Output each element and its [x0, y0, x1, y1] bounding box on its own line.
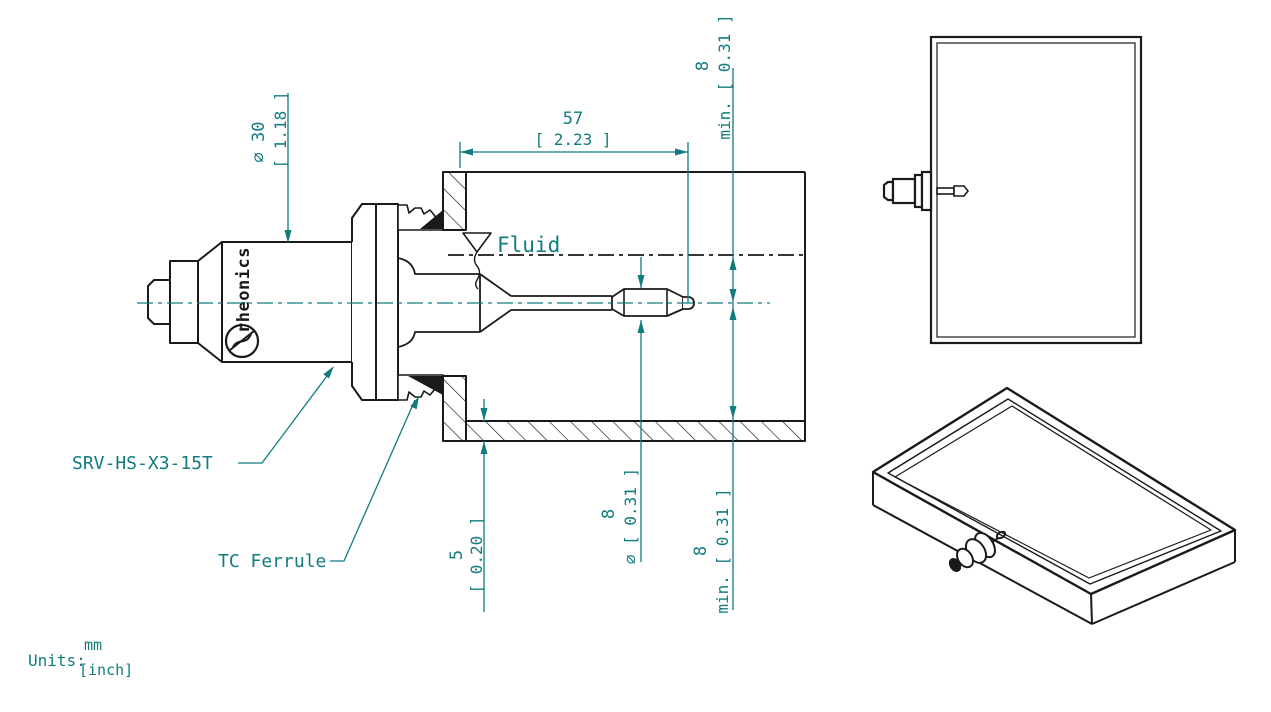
- probe-stem-bottom: [397, 331, 480, 348]
- tray-sensor-probe-tip: [995, 530, 1007, 540]
- dim-wall-inch: [ 0.20 ]: [467, 516, 486, 593]
- clamp-flange: [375, 203, 399, 401]
- leader-ferrule: [330, 399, 416, 562]
- main-cross-section-view: [147, 171, 806, 442]
- dim-clearance-bottom-inch: min. [ 0.31 ]: [713, 488, 732, 613]
- units-note: Units: mm [inch]: [28, 636, 133, 679]
- fluid-label: Fluid: [497, 233, 560, 257]
- ferrule-label: TC Ferrule: [218, 551, 326, 572]
- gasket-wedge-top: [420, 210, 443, 229]
- tank-wall-view: [882, 35, 1143, 345]
- tray-sensor-connector: [948, 558, 962, 572]
- brand-logo-icon: [224, 323, 260, 359]
- dim-body-diameter-inch: [ 1.18 ]: [271, 91, 290, 168]
- leader-model: [238, 371, 331, 464]
- dim-bulb-inch: ⌀ [ 0.31 ]: [621, 468, 640, 564]
- fluid-squiggle-icon: [473, 251, 481, 290]
- clamp-bell: [351, 203, 377, 401]
- mini-connector: [882, 180, 895, 202]
- dimension-lines: [137, 68, 770, 612]
- dim-wall-mm: 5: [447, 550, 467, 560]
- vessel-bottom-wall: [465, 420, 806, 442]
- dim-insertion-inch: [ 2.23 ]: [534, 130, 611, 149]
- tray-inner-rim: [887, 398, 1222, 585]
- mounted-sensor-side: [882, 170, 970, 212]
- dim-clearance-top-inch: min. [ 0.31 ]: [715, 14, 734, 139]
- gasket-wedge-bottom: [408, 376, 443, 395]
- probe-cone-upper: [479, 273, 512, 297]
- tray-view: [871, 386, 1237, 625]
- mini-flange-2: [920, 170, 933, 212]
- tray-edge-right-bottom: [1091, 561, 1236, 625]
- vessel-left-wall-upper: [442, 171, 467, 231]
- dim-clearance-bottom-mm: 8: [691, 546, 711, 556]
- mini-bulb: [953, 185, 970, 197]
- model-label: SRV-HS-X3-15T: [72, 453, 213, 474]
- dim-insertion-mm: 57: [563, 109, 583, 129]
- tray-floor: [894, 405, 1212, 579]
- dimension-arrowheads: [284, 148, 737, 454]
- sensor-cone: [197, 241, 223, 363]
- sensor-connector: [147, 279, 171, 325]
- tray-edge-front-bottom: [872, 504, 1093, 625]
- tray-corner-front: [1090, 593, 1093, 625]
- tray-outer-rim: [871, 386, 1237, 596]
- mini-probe: [936, 187, 955, 195]
- sensor-neck: [169, 260, 199, 344]
- dim-bulb-mm: 8: [599, 509, 619, 519]
- dim-body-diameter-mm: ⌀ 30: [249, 122, 269, 163]
- mounted-sensor-tray: [948, 530, 1007, 572]
- mini-body: [891, 177, 917, 205]
- probe-stem-top: [397, 257, 480, 275]
- units-primary: mm: [84, 636, 102, 654]
- fluid-symbol-icon: [462, 232, 492, 253]
- probe-cone-lower: [479, 309, 512, 333]
- vessel-left-wall-lower: [442, 375, 467, 442]
- dim-clearance-top-mm: 8: [693, 61, 713, 71]
- units-secondary: [inch]: [79, 661, 133, 679]
- units-label: Units:: [28, 651, 86, 670]
- brand-wordmark: rheonics: [234, 247, 254, 333]
